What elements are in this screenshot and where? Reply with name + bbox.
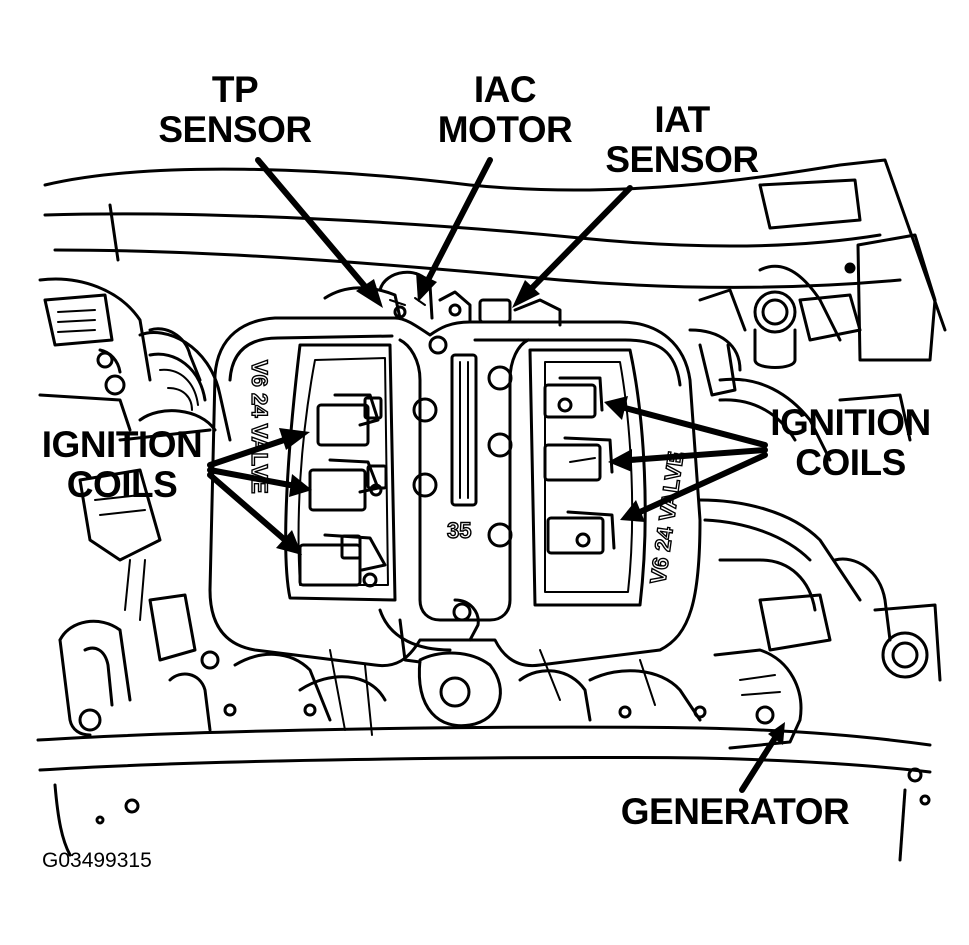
ignition-right-leader-3 <box>637 452 768 515</box>
ignition-coils-left-label: IGNITION COILS <box>41 424 203 505</box>
ignition-right-leader-2 <box>627 447 768 463</box>
left-bank-engraving: V6 24 VALVE <box>247 360 272 494</box>
center-engraving: 35 <box>447 518 471 543</box>
ignition-coils-right-label: IGNITION COILS <box>770 402 931 483</box>
right-coil-upper <box>543 376 604 419</box>
left-coil-middle <box>308 458 388 512</box>
iat-sensor-label: IAT SENSOR <box>605 99 759 180</box>
iac-motor-leader <box>425 157 493 283</box>
iat-sensor-leader <box>527 185 633 293</box>
pulley <box>881 631 929 679</box>
ignition-right-leader-1 <box>622 405 768 448</box>
generator-leader <box>739 735 778 793</box>
iac-motor-label: IAC MOTOR <box>437 69 573 150</box>
tp-sensor-leader <box>255 157 371 293</box>
left-coil-lower <box>298 533 387 588</box>
radiator-support <box>36 725 932 747</box>
right-coil-middle <box>543 436 614 482</box>
hood-outline <box>43 158 947 332</box>
intake-manifold-cover <box>208 316 702 668</box>
ignition-left-leader-2 <box>207 467 293 488</box>
ignition-left-leader-3 <box>207 472 288 543</box>
left-coil-upper <box>316 393 383 447</box>
reservoir-cap <box>753 290 797 334</box>
cowl-line <box>43 212 882 248</box>
generator <box>713 648 803 750</box>
intake-duct <box>138 331 232 442</box>
right-coil-lower <box>546 510 616 555</box>
generator-label: GENERATOR <box>620 791 850 832</box>
right-bank-engraving: V6 24 VALVE <box>645 450 688 586</box>
ignition-left-leader-1 <box>207 435 293 468</box>
tp-sensor-label: TP SENSOR <box>158 69 312 150</box>
figure-code: G03499315 <box>42 849 152 872</box>
